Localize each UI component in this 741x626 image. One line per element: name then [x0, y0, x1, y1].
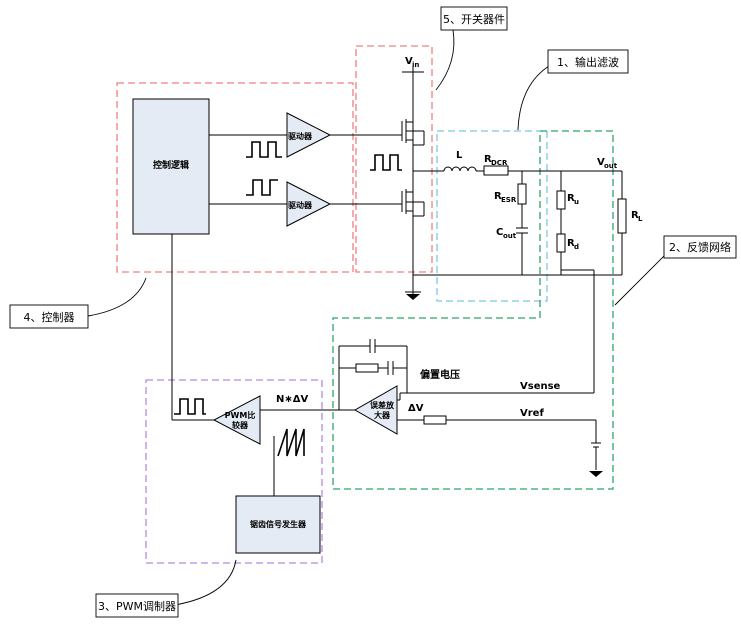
callout-switch: 5、开关器件 [443, 12, 505, 26]
callout-box-feedback [663, 235, 737, 259]
controller-region [116, 82, 354, 273]
square-wave-icon-bottom [246, 179, 278, 196]
vin-sub-label: in [412, 61, 419, 69]
delta-v-label: ΔV [408, 403, 424, 414]
vref-resistor [423, 415, 447, 425]
resr-resistor [517, 183, 527, 205]
callout-controller: 4、控制器 [24, 310, 75, 324]
error-amp-label-1: 误差放 [370, 400, 395, 410]
pwm-comparator-label-2: 较器 [232, 420, 249, 430]
bias-voltage-label: 偏置电压 [420, 368, 460, 381]
inductor-label: L [456, 150, 463, 161]
driver-bottom [286, 181, 332, 227]
rl-sub-label: L [638, 215, 643, 223]
ru-resistor [556, 190, 566, 210]
error-amplifier [353, 385, 398, 435]
rd-resistor [556, 233, 566, 253]
vout-label: V [597, 157, 605, 168]
rdcr-sub-label: DCR [491, 159, 508, 167]
filter-region [436, 130, 548, 302]
control-logic-block [132, 98, 210, 235]
vin-label: V [405, 56, 413, 67]
switch-region [355, 45, 433, 273]
square-wave-icon-switch [370, 154, 402, 171]
n-delta-v-label: N∗ΔV [276, 394, 308, 405]
rl-label: R [631, 210, 639, 221]
rd-sub-label: d [574, 243, 579, 251]
resr-sub-label: ESR [501, 196, 517, 204]
callout-feedback: 2、反馈网络 [669, 240, 731, 254]
control-logic-label: 控制逻辑 [153, 159, 189, 171]
vref-label: Vref [520, 408, 544, 419]
sawtooth-wave-icon [277, 428, 305, 457]
ground-icon-main [406, 294, 420, 300]
cout-sub-label: out [503, 232, 517, 240]
callout-pwm: 3、PWM调制器 [98, 600, 176, 613]
rdcr-label: R [484, 154, 492, 165]
square-wave-icon-top [246, 141, 282, 158]
pwm-comparator-label-1: PWM比 [225, 410, 256, 420]
vsense-label: Vsense [520, 381, 561, 392]
sawtooth-generator-block [235, 495, 321, 554]
driver-top [286, 112, 332, 158]
error-amp-label-2: 大器 [374, 410, 391, 420]
comp-resistor [355, 363, 379, 373]
resr-label: R [494, 191, 502, 202]
feedback-region [332, 130, 614, 490]
driver-bottom-label: 驱动器 [288, 200, 313, 210]
pwm-comparator [212, 395, 261, 445]
rdcr-resistor [483, 165, 509, 176]
sawtooth-generator-label: 锯齿信号发生器 [250, 519, 307, 529]
callout-box-filter [547, 49, 629, 74]
rl-resistor [617, 198, 627, 234]
vout-sub-label: out [604, 162, 618, 170]
driver-top-label: 驱动器 [288, 131, 313, 141]
ru-sub-label: u [574, 198, 579, 206]
callout-filter: 1、输出滤波 [557, 55, 619, 69]
inductor-coil [443, 166, 477, 172]
cout-label: C [496, 227, 503, 238]
callout-box-pwm [95, 593, 179, 618]
square-wave-icon-pwm [174, 398, 206, 415]
rd-label: R [567, 238, 575, 249]
pwm-region [145, 379, 323, 564]
callout-box-controller [9, 304, 89, 329]
callout-box-switch [440, 6, 508, 31]
ru-label: R [567, 193, 575, 204]
ground-icon-vref [589, 471, 603, 477]
